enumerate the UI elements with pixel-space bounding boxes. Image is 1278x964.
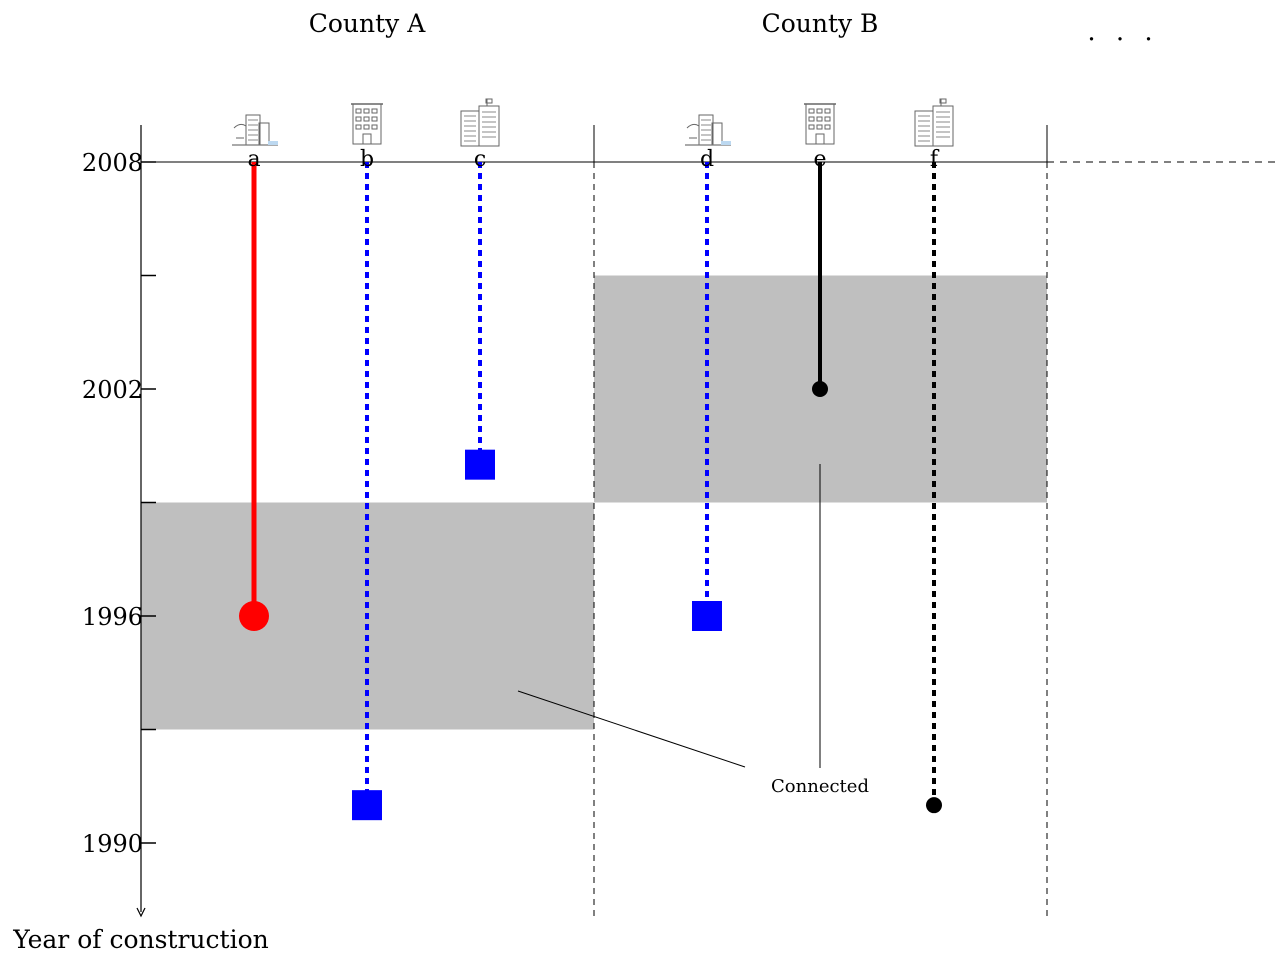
building-label-f: f xyxy=(930,147,940,172)
year-axis: 2008 2002 1996 1990 xyxy=(82,125,156,918)
more-counties-ellipsis: . . . xyxy=(1087,17,1158,47)
building-label-e: e xyxy=(813,147,826,172)
tick-label-2008: 2008 xyxy=(82,149,143,177)
axis-title: Year of construction xyxy=(12,925,268,954)
building-b-marker xyxy=(352,790,382,821)
tick-label-2002: 2002 xyxy=(82,376,143,404)
county-label-b: County B xyxy=(762,9,879,38)
axis-arrowhead xyxy=(136,907,146,918)
building-label-c: c xyxy=(474,147,486,172)
text-labels: Year of construction County A County B . . … xyxy=(12,9,1158,954)
building-a-marker xyxy=(239,601,269,631)
building-c-office-tower-icon xyxy=(460,98,500,147)
county-frame xyxy=(141,125,1278,918)
building-series xyxy=(239,162,942,821)
tick-label-1996: 1996 xyxy=(82,603,143,631)
building-e-marker xyxy=(812,381,828,397)
building-c-marker xyxy=(465,449,495,480)
building-d-marker xyxy=(692,601,722,631)
building-icons xyxy=(232,98,954,147)
connected-annotation: Connected xyxy=(517,464,869,797)
building-e-apartment-icon xyxy=(804,103,836,145)
county-label-a: County A xyxy=(309,9,426,38)
leader-line-county-a xyxy=(517,690,746,768)
building-d-factory-icon xyxy=(685,114,731,146)
building-f-office-tower-icon xyxy=(914,98,954,147)
building-label-d: d xyxy=(700,147,714,172)
tick-label-1990: 1990 xyxy=(82,830,143,858)
building-a-factory-icon xyxy=(232,114,278,146)
building-label-a: a xyxy=(247,147,260,172)
building-b-apartment-icon xyxy=(351,103,383,145)
building-label-b: b xyxy=(360,147,374,172)
connected-label: Connected xyxy=(771,776,869,797)
building-f-marker xyxy=(926,797,942,814)
